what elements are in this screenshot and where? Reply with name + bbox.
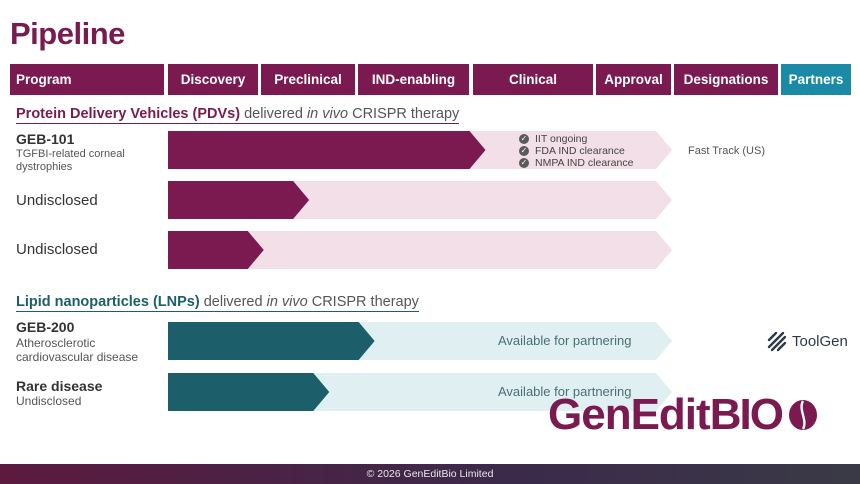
header-discovery: Discovery [168, 64, 258, 95]
toolgen-mark-icon [767, 331, 787, 352]
header-preclinical: Preclinical [261, 64, 355, 95]
check-circle-icon: ✓ [519, 134, 529, 144]
geb101-desc-line2: dystrophies [16, 161, 73, 173]
header-partners: Partners [781, 64, 851, 95]
geb200-desc-line2: cardiovascular disease [16, 350, 139, 364]
toolgen-logo: ToolGen [766, 330, 848, 352]
header-approval: Approval [596, 64, 671, 95]
geb101-desc-line1: TGFBI-related corneal [16, 148, 125, 160]
undisclosed-1-name: Undisclosed [16, 192, 98, 209]
geb200-name: GEB-200 [16, 319, 75, 335]
geb101-designation: Fast Track (US) [688, 145, 766, 157]
und2-track-arrow [168, 231, 672, 269]
geb101-progress-arrow [168, 131, 486, 169]
lnp-section-heading: Lipid nanoparticles (LNPs) delivered in … [16, 294, 419, 312]
undisclosed-2-name: Undisclosed [16, 241, 98, 258]
geb101-status-2-text: FDA IND clearance [535, 145, 625, 157]
rare-disease-partnering-note: Available for partnering [498, 384, 632, 399]
und2-progress-arrow [168, 231, 264, 269]
und1-progress-arrow [168, 181, 310, 219]
geb101-status-2: ✓ FDA IND clearance [519, 145, 625, 157]
page-title: Pipeline [10, 16, 125, 51]
geb200-partnering-note: Available for partnering [498, 333, 632, 348]
pdv-section-italic: in vivo [306, 106, 349, 122]
pdv-section-post: CRISPR therapy [352, 106, 460, 122]
header-designations: Designations [674, 64, 778, 95]
lnp-section-bold: Lipid nanoparticles (LNPs) [16, 294, 200, 310]
geb101-name: GEB-101 [16, 131, 75, 147]
geneditbio-logo: GenEdit BIO [548, 390, 820, 440]
pdv-section-bold: Protein Delivery Vehicles (PDVs) [16, 106, 241, 122]
geb200-desc-line1: Atherosclerotic [16, 336, 96, 350]
lnp-section-post: CRISPR therapy [311, 294, 419, 310]
geb101-status-1: ✓ IIT ongoing [519, 133, 587, 145]
rare-disease-desc: Undisclosed [16, 394, 82, 408]
footer-copyright: © 2026 GenEditBio Limited [0, 464, 860, 484]
header-program: Program [10, 64, 164, 95]
lnp-section-italic: in vivo [266, 294, 308, 310]
geb101-status-1-text: IIT ongoing [535, 133, 588, 145]
brand-text-2: BIO [709, 390, 784, 439]
pdv-section-pre: delivered [244, 106, 303, 122]
brand-text-1: GenEdit [548, 390, 711, 439]
lnp-section-pre: delivered [203, 294, 263, 310]
bean-icon [788, 400, 817, 430]
header-clinical: Clinical [473, 64, 593, 95]
rare-disease-name: Rare disease [16, 378, 103, 394]
geb101-status-3: ✓ NMPA IND clearance [519, 157, 633, 169]
header-ind-enabling: IND-enabling [358, 64, 469, 95]
geb200-progress-arrow [168, 322, 375, 360]
rare-progress-arrow [168, 373, 330, 411]
check-circle-icon: ✓ [519, 146, 529, 156]
pdv-section-heading: Protein Delivery Vehicles (PDVs) deliver… [16, 106, 460, 124]
toolgen-text: ToolGen [792, 332, 848, 350]
geb101-status-3-text: NMPA IND clearance [535, 157, 634, 169]
check-circle-icon: ✓ [519, 158, 529, 168]
